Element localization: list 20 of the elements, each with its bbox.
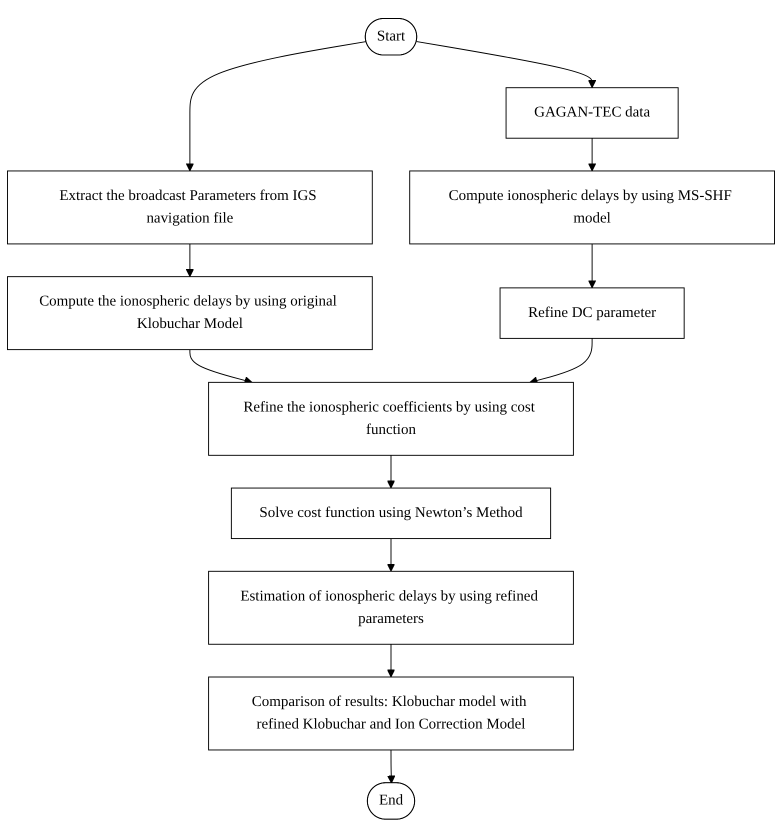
arrow <box>386 538 396 572</box>
arrow <box>386 644 396 678</box>
arrow <box>386 455 396 489</box>
node-box: Estimation of ionospheric delays by using refined parameters <box>208 571 574 645</box>
node-box: GAGAN-TEC data <box>506 87 679 139</box>
node-box: Compute ionospheric delays by using MS-SHF model <box>409 170 775 245</box>
node-box: Solve cost function using Newton’s Method <box>230 488 552 540</box>
arrow <box>588 138 596 172</box>
node-box: Refine the ionospheric coefficients by using cost function <box>208 382 574 456</box>
arrow <box>186 41 367 172</box>
arrow <box>529 338 593 385</box>
arrow <box>189 349 253 385</box>
node-box: Refine DC parameter <box>500 288 685 340</box>
arrow <box>588 244 596 288</box>
node-box: Compute the ionospheric delays by using original Klobuchar Model <box>7 276 373 350</box>
arrow <box>387 750 396 784</box>
arrow <box>416 41 596 88</box>
node-box: Comparison of results: Klobuchar model with refined Klobuchar and Ion Correction Model <box>208 676 574 751</box>
arrow <box>186 244 194 278</box>
node-box: Extract the broadcast Parameters from IGS navigation file <box>7 170 373 245</box>
